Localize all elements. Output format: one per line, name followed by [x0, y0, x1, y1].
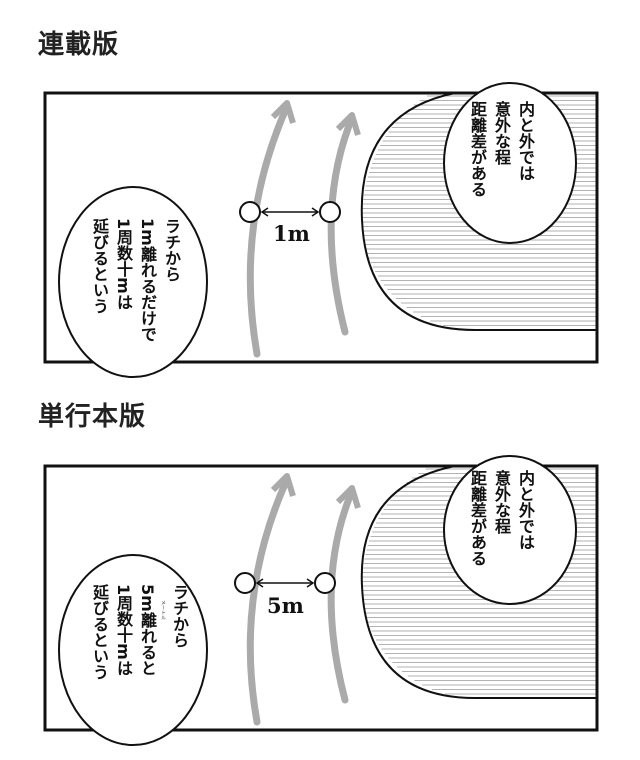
bubble-line: 距離差がある [468, 101, 487, 197]
position-marker-inner [234, 572, 256, 594]
position-marker-inner [239, 201, 261, 223]
arrow-head [335, 112, 361, 136]
arrow-head [270, 473, 296, 497]
track-illustration [43, 82, 599, 378]
bubble-line: 内と外では [516, 470, 535, 550]
distance-label: 1m [273, 221, 310, 246]
speech-bubble-right-text: 内と外では 意外な程 距離差がある [465, 470, 537, 566]
track-illustration [43, 455, 599, 746]
inner-rail [360, 92, 597, 331]
bubble-line: 意外な程 [492, 470, 511, 534]
panel-border [43, 464, 599, 732]
bubble-line: 延びるという [90, 218, 109, 314]
bubble-line: 内と外では [516, 101, 535, 181]
bubble-line: 1周数十mは [114, 218, 133, 310]
speech-bubble-right [443, 82, 577, 244]
bubble-line: 距離差がある [468, 470, 487, 566]
panel-border [43, 91, 599, 364]
speech-bubble-left-text: ラチから 1m離れるだけで 1周数十mは 延びるという [87, 218, 183, 342]
arrow-head [270, 100, 296, 124]
curved-arrow [327, 492, 354, 704]
speech-bubble-left [58, 186, 208, 378]
bubble-line: ラチから [170, 584, 189, 648]
arrow-head [335, 485, 361, 509]
distance-label: 5m [267, 593, 304, 618]
curved-arrow [327, 119, 354, 336]
curved-arrow [246, 480, 289, 726]
speech-bubble-left-text: ラチから 5m離れると 1周数十mは 延びるという [87, 584, 191, 680]
heading-serial-version: 連載版 [38, 30, 120, 60]
manga-panel-book: 5m 内と外では 意外な程 距離差がある ラチから 5m離れると 1周数十mは … [43, 455, 599, 746]
speech-bubble-right-text: 内と外では 意外な程 距離差がある [465, 101, 537, 197]
inner-rail [360, 465, 597, 699]
arrow-tips [255, 578, 315, 588]
position-marker-outer [314, 572, 336, 594]
bubble-line: 5m離れると [138, 584, 157, 676]
speech-bubble-left [58, 554, 208, 746]
bubble-line: 1m離れるだけで [138, 218, 157, 342]
curved-arrow [246, 107, 289, 358]
position-marker-outer [319, 201, 341, 223]
bubble-line: ラチから [162, 218, 181, 282]
bubble-line: 1周数十mは [114, 584, 133, 676]
speech-bubble-right [443, 455, 577, 605]
bubble-line: 意外な程 [492, 101, 511, 165]
ruby-meter: メートル [160, 600, 166, 620]
bubble-line: 延びるという [90, 584, 109, 680]
manga-panel-serial: 1m 内と外では 意外な程 距離差がある ラチから 1m離れるだけで 1周数十m… [43, 82, 599, 378]
arrow-tips [260, 207, 320, 217]
heading-book-version: 単行本版 [38, 402, 147, 432]
